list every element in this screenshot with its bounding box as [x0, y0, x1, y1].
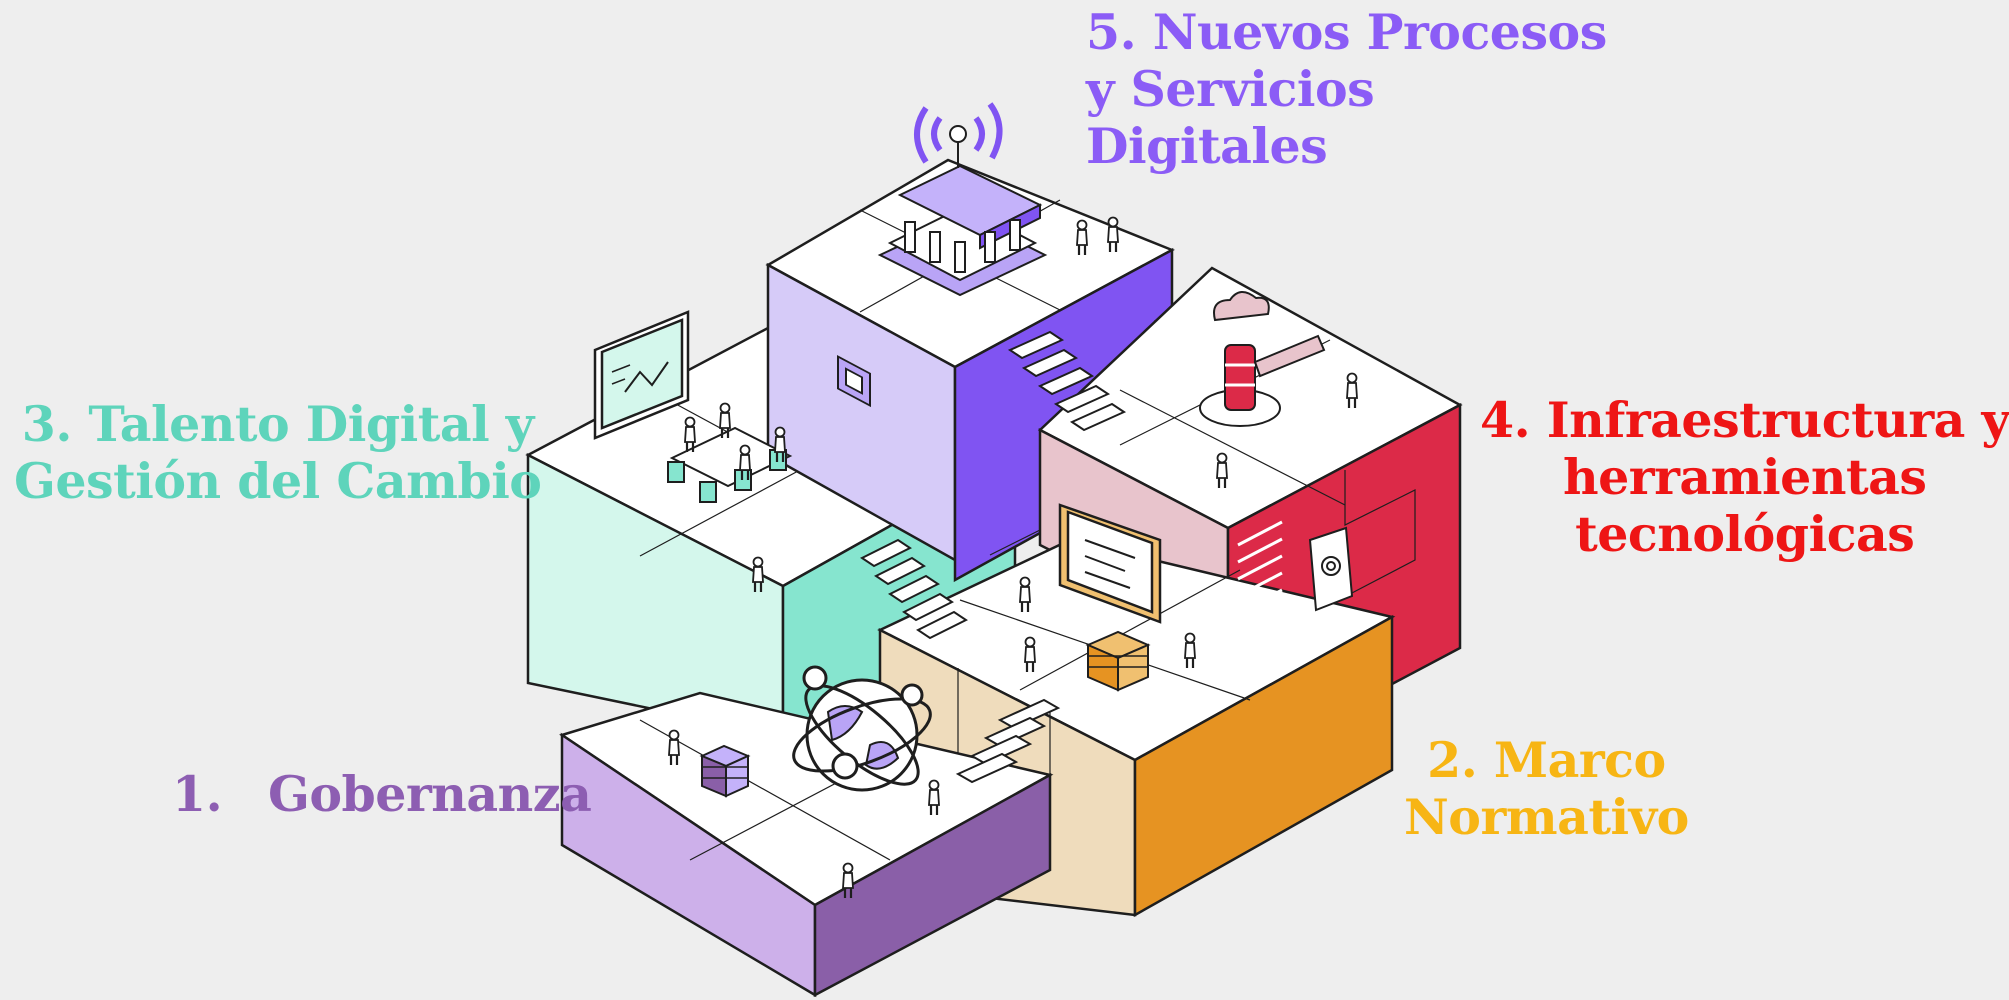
label-text: Gobernanza [268, 765, 592, 823]
label-line: 2. Marco [1427, 731, 1666, 789]
meeting-table-icon [667, 402, 793, 503]
label-infraestructura: 4. Infraestructura y herramientas tecnol… [1480, 392, 2009, 563]
government-building-icon [877, 164, 1048, 297]
stairs-procesos-infraestructura [1007, 330, 1127, 432]
label-line: tecnológicas [1575, 505, 1915, 563]
cloud-icon [1213, 291, 1270, 322]
label-procesos-digitales: 5. Nuevos Procesos y Servicios Digitales [1086, 4, 1607, 175]
wireless-signal-icon [914, 102, 1003, 168]
block-marco-right [1133, 614, 1394, 918]
label-line: Gestión del Cambio [14, 452, 542, 510]
gavel-icon [1199, 334, 1326, 427]
label-line: herramientas [1563, 448, 1927, 506]
stairs-marco-gobernanza [955, 698, 1061, 784]
isometric-blocks-illustration [525, 102, 1463, 998]
stairs-infraestructura-wall [1237, 520, 1283, 615]
label-line: Digitales [1086, 117, 1328, 175]
label-talento-digital: 3. Talento Digital y Gestión del Cambio [14, 396, 542, 510]
presentation-board-icon [593, 310, 690, 440]
stairs-talento-marco [860, 538, 968, 640]
server-stack-icon [1085, 630, 1151, 692]
block-gobernanza [559, 691, 1054, 998]
fingerprint-phone-icon [1308, 526, 1354, 612]
microchip-icon [837, 355, 871, 408]
diagram-canvas: 5. Nuevos Procesos y Servicios Digitales… [14, 3, 2009, 998]
server-stack-icon [699, 744, 751, 798]
block-gobernanza-right [813, 772, 1052, 998]
label-line: 3. Talento Digital y [21, 395, 535, 453]
monitor-checklist-icon [1058, 503, 1162, 624]
label-line: Normativo [1404, 788, 1689, 846]
label-gobernanza: 1. Gobernanza [172, 765, 592, 823]
label-line: 5. Nuevos Procesos [1086, 3, 1607, 61]
label-line: 4. Infraestructura y [1480, 391, 2009, 449]
label-line: y Servicios [1086, 60, 1375, 118]
label-marco-normativo: 2. Marco Normativo [1404, 732, 1689, 846]
label-number: 1. [172, 765, 223, 823]
globe-network-icon [792, 665, 932, 792]
